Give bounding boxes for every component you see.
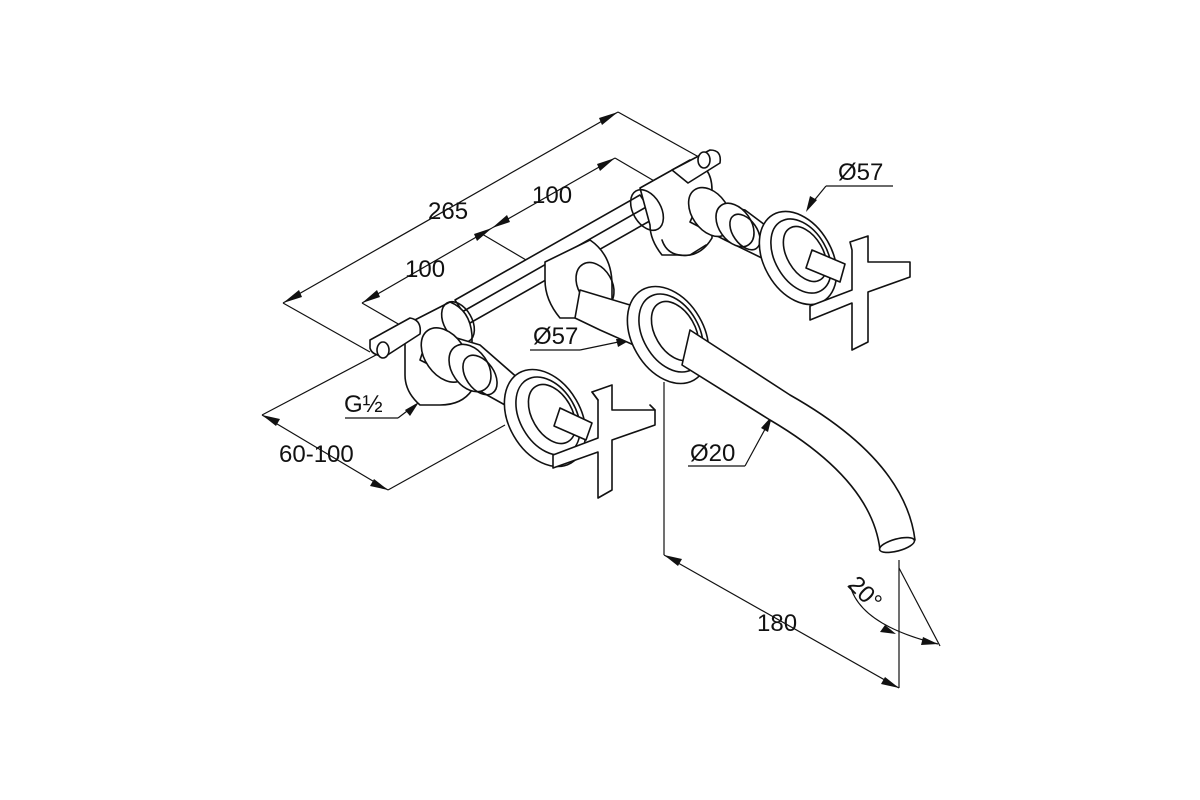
left-cross-handle (503, 368, 656, 499)
valve-body (369, 149, 786, 406)
callout-rosette-right: Ø57 (838, 159, 883, 186)
dimension-180: 180 (757, 610, 797, 637)
dimension-60-100: 60-100 (279, 441, 354, 468)
dimension-lines (261, 111, 941, 689)
callout-rosette-center: Ø57 (533, 323, 578, 350)
spout (626, 285, 916, 554)
dimension-100-left: 100 (405, 256, 445, 283)
dimension-20-degrees: 20° (842, 571, 887, 616)
callout-thread: G½ (344, 391, 383, 418)
right-cross-handle (758, 210, 911, 351)
dimension-labels: 265 100 100 60-100 180 20° Ø57 Ø57 Ø20 G… (279, 159, 887, 637)
dimension-100-right: 100 (532, 182, 572, 209)
callout-spout-diameter: Ø20 (690, 440, 735, 467)
dimension-265: 265 (428, 198, 468, 225)
